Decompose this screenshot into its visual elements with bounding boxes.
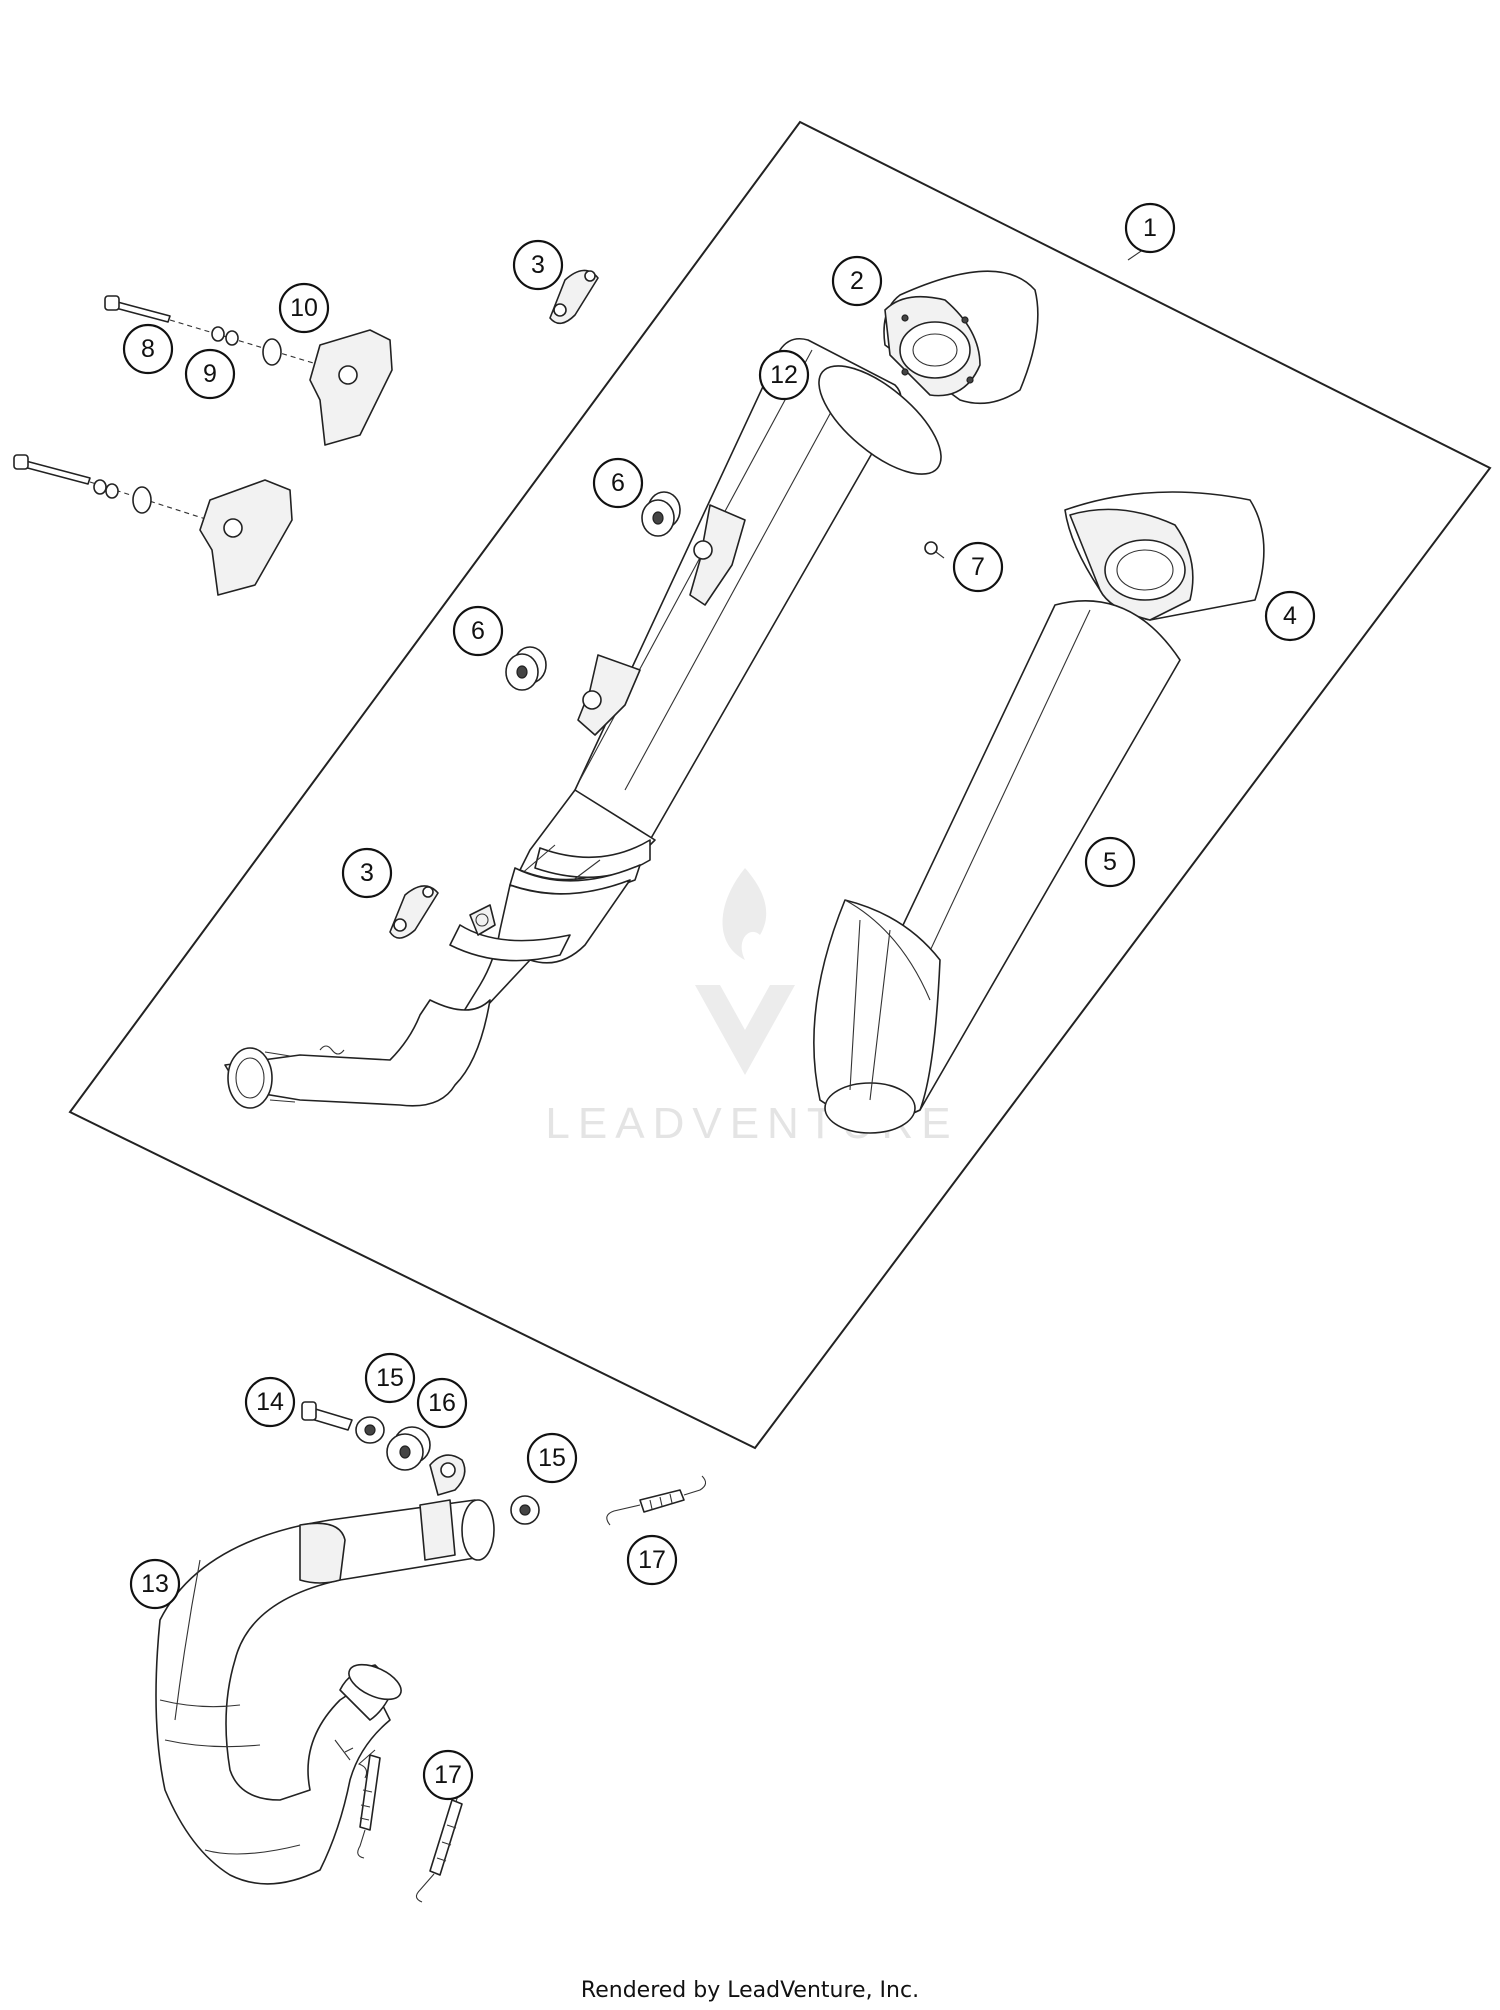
- rubber-grommet-part-6b: [505, 646, 547, 691]
- spring-part-17b: [357, 1749, 381, 1859]
- svg-text:6: 6: [611, 469, 625, 497]
- rubber-grommet-part-6a: [641, 491, 681, 537]
- callout-5: 5: [1084, 836, 1136, 888]
- washer-hole-b: [519, 1504, 531, 1516]
- clamp-part-3b: [389, 885, 439, 939]
- gasket-ring-part-12: [818, 365, 942, 475]
- callout-1: 1: [1124, 202, 1176, 254]
- svg-text:8: 8: [141, 335, 155, 363]
- svg-text:14: 14: [256, 1388, 284, 1416]
- callout-16: 16: [416, 1377, 468, 1429]
- svg-text:12: 12: [770, 361, 798, 389]
- callout-4: 4: [1264, 590, 1316, 642]
- svg-text:3: 3: [360, 859, 374, 887]
- end-cap-part-2: [883, 270, 1039, 405]
- callout-10: 10: [278, 282, 330, 334]
- callout-12: 12: [758, 349, 810, 401]
- callout-15b: 15: [526, 1432, 578, 1484]
- footer-credit: Rendered by LeadVenture, Inc.: [580, 1978, 920, 2003]
- svg-text:17: 17: [638, 1546, 666, 1574]
- svg-text:16: 16: [428, 1389, 456, 1417]
- svg-text:1: 1: [1143, 214, 1157, 242]
- svg-text:5: 5: [1103, 848, 1117, 876]
- washer-hole: [364, 1424, 376, 1436]
- grommet-part-16: [386, 1426, 431, 1471]
- svg-text:4: 4: [1283, 602, 1297, 630]
- svg-text:15: 15: [538, 1444, 566, 1472]
- svg-text:9: 9: [203, 360, 217, 388]
- callouts: 1 2 3 3 4 5 6 6: [122, 202, 1316, 1801]
- callout-15a: 15: [364, 1352, 416, 1404]
- silencer-assembly: [224, 337, 902, 1109]
- svg-text:15: 15: [376, 1364, 404, 1392]
- callout-17a: 17: [626, 1534, 678, 1586]
- kit-boundary-frame: [68, 120, 1492, 1450]
- svg-text:3: 3: [531, 251, 545, 279]
- callout-3a: 3: [512, 239, 564, 291]
- svg-text:7: 7: [971, 553, 985, 581]
- callout-17b: 17: [422, 1749, 474, 1801]
- clamp-part-3a: [549, 269, 599, 325]
- svg-text:6: 6: [471, 617, 485, 645]
- callout-2: 2: [831, 255, 883, 307]
- callout-14: 14: [244, 1376, 296, 1428]
- callout-9: 9: [184, 348, 236, 400]
- svg-text:2: 2: [850, 267, 864, 295]
- svg-text:10: 10: [290, 294, 318, 322]
- screw-part-7: [924, 541, 945, 559]
- callout-8: 8: [122, 323, 174, 375]
- silencer-sleeve-part-5: [813, 600, 1181, 1134]
- callout-13: 13: [129, 1558, 181, 1610]
- callout-6a: 6: [592, 457, 644, 509]
- bolt-part-14: [301, 1401, 353, 1431]
- header-pipe-part-13: [155, 1454, 495, 1885]
- callout-6b: 6: [452, 605, 504, 657]
- callout-3b: 3: [341, 847, 393, 899]
- callout-7: 7: [952, 541, 1004, 593]
- mounting-hardware-upper: [104, 295, 393, 446]
- svg-text:17: 17: [434, 1761, 462, 1789]
- end-cap-part-4: [1064, 491, 1265, 621]
- spring-part-17a: [606, 1475, 707, 1526]
- mounting-hardware-lower: [13, 454, 293, 596]
- svg-text:13: 13: [141, 1570, 169, 1598]
